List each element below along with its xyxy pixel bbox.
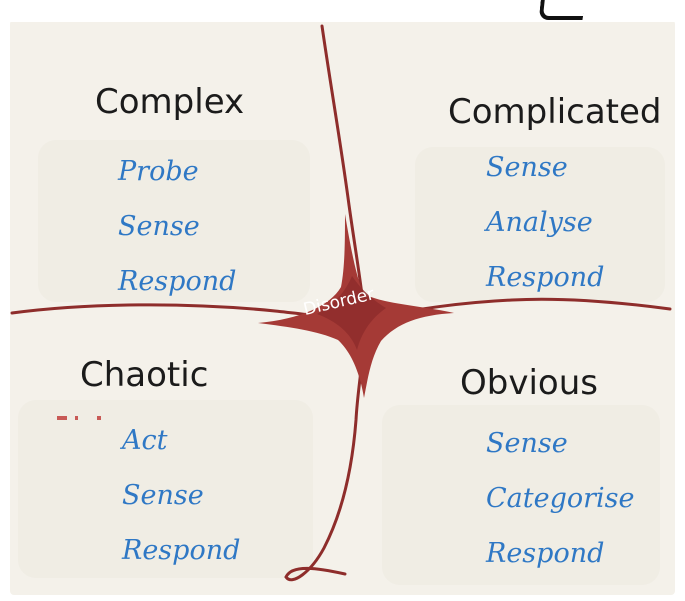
complex-title: Complex — [95, 82, 245, 122]
disorder-core — [317, 276, 386, 350]
complicated-step: Sense — [486, 152, 568, 183]
complex-step: Sense — [118, 211, 200, 242]
complicated-panel — [415, 147, 665, 302]
chaotic-step: Respond — [122, 535, 241, 566]
complex-step: Respond — [118, 266, 237, 297]
obvious-step: Sense — [486, 428, 568, 459]
chaotic-step: Sense — [122, 480, 204, 511]
obvious-steps: Sense Categorise Respond — [486, 416, 635, 581]
complicated-step: Respond — [486, 262, 605, 293]
complicated-steps: Sense Analyse Respond — [486, 140, 604, 305]
stray-dashes — [57, 416, 101, 420]
chaotic-step: Act — [122, 425, 168, 456]
chaotic-title: Chaotic — [80, 355, 209, 395]
obvious-panel — [382, 405, 660, 585]
complex-step: Probe — [118, 156, 199, 187]
chaotic-steps: Act Sense Respond — [122, 413, 240, 578]
chaotic-panel — [18, 400, 313, 578]
stray-mark — [57, 405, 117, 420]
vertical-boundary — [284, 24, 366, 582]
complicated-title: Complicated — [448, 92, 662, 132]
complex-steps: Probe Sense Respond — [118, 144, 236, 309]
obvious-step: Categorise — [486, 483, 635, 514]
obvious-title: Obvious — [460, 363, 598, 403]
obvious-step: Respond — [486, 538, 605, 569]
complicated-step: Analyse — [486, 207, 593, 238]
complex-panel — [38, 140, 310, 302]
top-edge — [0, 0, 685, 22]
